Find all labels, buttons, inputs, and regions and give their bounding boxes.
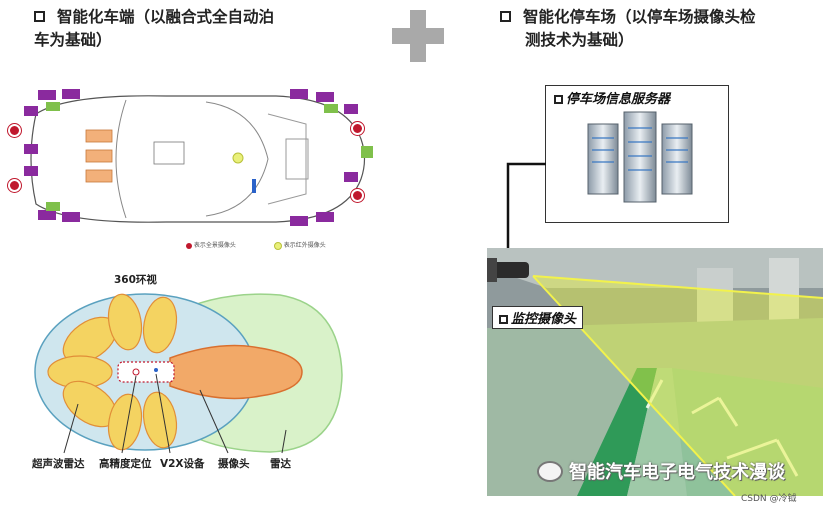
checkbox-square-icon <box>554 95 563 104</box>
watermark-credit: CSDN @冷钺 <box>741 491 797 504</box>
sensor-block <box>24 106 38 116</box>
camera-label-tag: 监控摄像头 <box>492 306 583 329</box>
left-title-line1: 智能化车端（以融合式全自动泊 <box>57 8 274 26</box>
checkbox-square-icon <box>34 11 45 22</box>
ultrasonic-radar-label: 超声波雷达 <box>32 456 85 471</box>
plus-icon <box>392 10 444 62</box>
sensor-block <box>62 89 80 99</box>
infrared-block <box>46 102 60 111</box>
red-camera-marker <box>8 124 21 137</box>
sensor-block <box>316 92 334 102</box>
checkbox-square-icon <box>500 11 511 22</box>
camera-label: 摄像头 <box>218 456 250 471</box>
car-legend: 表示全景摄像头 表示红外摄像头 <box>186 240 326 250</box>
server-label-tag: 停车场信息服务器 <box>554 88 670 107</box>
server-rack-icon <box>584 108 694 208</box>
v2x-device-label: V2X设备 <box>160 456 205 471</box>
sensor-block <box>38 210 56 220</box>
infrared-block <box>324 104 338 113</box>
legend-red-text: 表示全景摄像头 <box>194 242 236 249</box>
sensor-block <box>316 212 334 222</box>
car-topview-diagram <box>6 84 376 234</box>
sensor-block <box>290 216 308 226</box>
watermark-text: 智能汽车电子电气技术漫谈 <box>569 462 785 483</box>
right-title-line1: 智能化停车场（以停车场摄像头检 <box>523 8 756 26</box>
left-title: 智能化车端（以融合式全自动泊 车为基础） <box>34 6 274 52</box>
watermark: 智能汽车电子电气技术漫谈 <box>537 458 785 484</box>
surround-view-label: 360环视 <box>114 272 157 287</box>
infrared-block <box>46 202 60 211</box>
right-title: 智能化停车场（以停车场摄像头检 测技术为基础） <box>500 6 756 52</box>
sensor-block <box>62 212 80 222</box>
legend-green-dot-icon <box>274 242 282 250</box>
sensor-block <box>344 104 358 114</box>
legend-red-dot-icon <box>186 243 192 249</box>
sensor-block <box>24 144 38 154</box>
right-title-line2: 测技术为基础） <box>525 31 634 49</box>
red-camera-marker <box>351 122 364 135</box>
coverage-svg <box>20 270 360 470</box>
server-label: 停车场信息服务器 <box>566 92 670 107</box>
server-box: 停车场信息服务器 <box>545 85 729 223</box>
camera-label: 监控摄像头 <box>511 312 576 327</box>
wechat-icon <box>537 461 563 482</box>
sensor-block <box>24 166 38 176</box>
legend-green-text: 表示红外摄像头 <box>284 242 326 249</box>
sensor-block <box>290 89 308 99</box>
red-camera-marker <box>8 179 21 192</box>
left-title-line2: 车为基础） <box>34 31 112 49</box>
sensor-coverage-diagram: 360环视 <box>20 270 360 470</box>
hd-positioning-label: 高精度定位 <box>99 456 152 471</box>
sensor-block <box>344 172 358 182</box>
radar-label: 雷达 <box>270 456 291 471</box>
sensor-block <box>38 90 56 100</box>
infrared-block <box>361 146 373 158</box>
checkbox-square-icon <box>499 315 508 324</box>
red-camera-marker <box>351 189 364 202</box>
